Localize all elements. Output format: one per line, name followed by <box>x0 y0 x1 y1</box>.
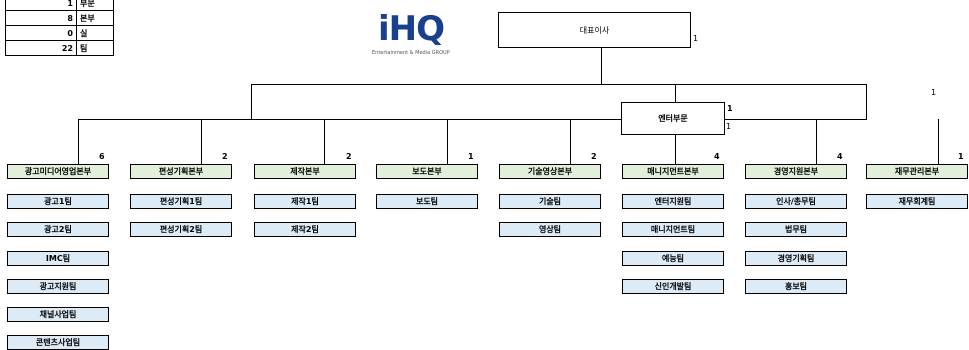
dept-count: 1 <box>958 152 964 161</box>
team-box: 편성기획2팀 <box>130 222 232 237</box>
dept-box: 기술영상본부 <box>499 164 601 179</box>
team-box: 인사/총무팀 <box>745 194 847 209</box>
connector-line <box>816 119 817 164</box>
dept-count: 2 <box>591 152 597 161</box>
team-box: 경영기획팀 <box>745 251 847 266</box>
connector-line <box>866 84 867 119</box>
dept-count: 2 <box>222 152 228 161</box>
team-box: 편성기획1팀 <box>130 194 232 209</box>
logo-text: iHQ <box>378 9 445 49</box>
summary-count: 22 <box>5 40 77 56</box>
team-box: 제작2팀 <box>254 222 356 237</box>
summary-label: 실 <box>76 25 114 41</box>
dept-box: 편성기획본부 <box>130 164 232 179</box>
division-label: 엔터부문 <box>658 114 688 123</box>
team-box: 신인개발팀 <box>622 279 724 294</box>
dept-count: 4 <box>837 152 843 161</box>
team-box: 법무팀 <box>745 222 847 237</box>
dept-count: 2 <box>346 152 352 161</box>
division-count: 1 <box>727 104 733 113</box>
connector-line <box>251 84 867 85</box>
dept-box: 재무관리본부 <box>866 164 968 179</box>
connector-line <box>324 119 325 164</box>
connector-line <box>675 84 676 102</box>
logo-subtitle: Entertainment & Media GROUP <box>372 50 450 56</box>
connector-line <box>447 119 448 164</box>
connector-line <box>78 119 867 120</box>
team-box: 광고2팀 <box>7 222 109 237</box>
summary-count: 1 <box>5 0 77 11</box>
summary-label: 본부 <box>76 10 114 26</box>
team-box: 기술팀 <box>499 194 601 209</box>
dept-box: 경영지원본부 <box>745 164 847 179</box>
team-box: 엔터지원팀 <box>622 194 724 209</box>
summary-count: 0 <box>5 25 77 41</box>
team-box: 예능팀 <box>622 251 724 266</box>
team-box: 광고1팀 <box>7 194 109 209</box>
summary-label: 팀 <box>76 40 114 56</box>
connector-line <box>570 119 571 164</box>
team-box: 매니지먼트팀 <box>622 222 724 237</box>
ceo-label: 대표이사 <box>579 25 610 35</box>
team-box: 보도팀 <box>376 194 478 209</box>
team-box: 영상팀 <box>499 222 601 237</box>
connector-line <box>78 119 79 164</box>
dept-count: 6 <box>99 152 105 161</box>
team-box: 콘텐츠사업팀 <box>7 335 109 350</box>
connector-line <box>201 119 202 164</box>
ceo-count: 1 <box>693 34 699 43</box>
team-box: 광고지원팀 <box>7 279 109 294</box>
dept-count: 1 <box>468 152 474 161</box>
connector-line <box>675 135 676 164</box>
dept-box: 보도본부 <box>376 164 478 179</box>
division-count: 1 <box>726 122 732 131</box>
team-box: 제작1팀 <box>254 194 356 209</box>
summary-label: 부문 <box>76 0 114 11</box>
dept-box: 매니지먼트본부 <box>622 164 724 179</box>
dept-count: 4 <box>714 152 720 161</box>
team-box: 채널사업팀 <box>7 307 109 322</box>
connector-line <box>938 119 939 164</box>
connector-line <box>601 48 602 84</box>
ceo-box: 대표이사 <box>498 12 691 48</box>
team-box: 재무회계팀 <box>866 194 968 209</box>
team-box: 홍보팀 <box>745 279 847 294</box>
division-box: 엔터부문 <box>621 102 725 135</box>
side-count: 1 <box>931 88 937 97</box>
connector-line <box>251 84 252 119</box>
team-box: IMC팀 <box>7 251 109 266</box>
summary-count: 8 <box>5 10 77 26</box>
dept-box: 제작본부 <box>254 164 356 179</box>
dept-box: 광고미디어영업본부 <box>7 164 109 179</box>
